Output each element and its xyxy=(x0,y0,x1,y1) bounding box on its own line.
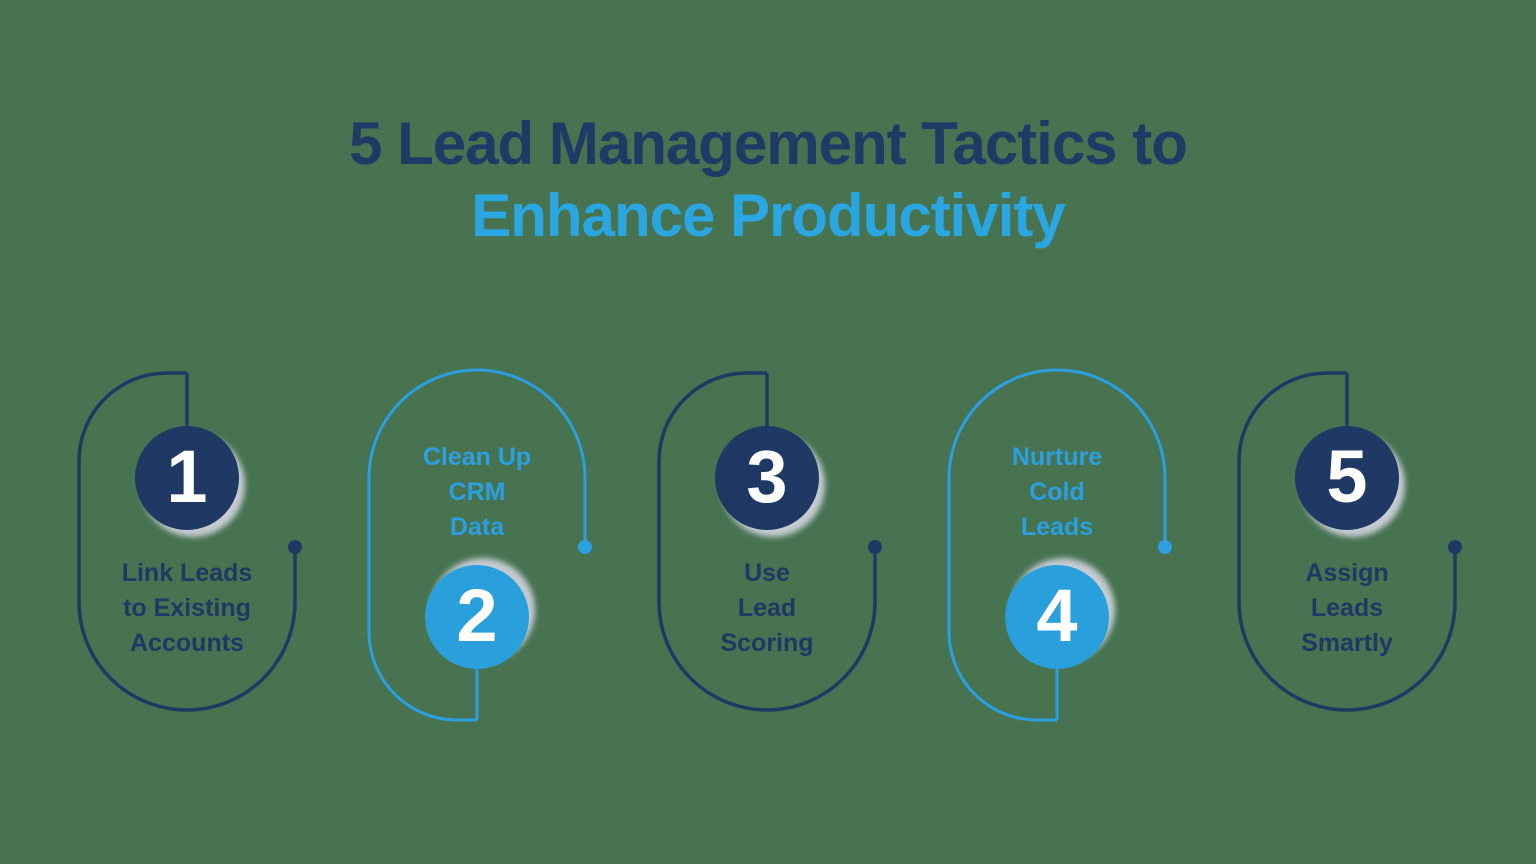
page-title: 5 Lead Management Tactics to Enhance Pro… xyxy=(0,108,1536,252)
step-5-shape xyxy=(1237,371,1462,712)
step-3-label-line-3: Scoring xyxy=(720,629,814,657)
step-4-label-line-1: Nurture xyxy=(1011,443,1103,471)
step-5-label-line-2: Leads xyxy=(1310,594,1384,622)
pill-outline-5 xyxy=(1237,371,1457,712)
title-line-2: Enhance Productivity xyxy=(471,182,1065,249)
step-3-label: Use Lead Scoring xyxy=(652,556,882,661)
step-1-label-line-3: Accounts xyxy=(130,629,244,657)
step-2-label-line-3: Data xyxy=(449,513,505,541)
step-5-label-line-3: Smartly xyxy=(1301,629,1393,657)
title-line-1: 5 Lead Management Tactics to xyxy=(349,110,1188,177)
endpoint-dot-2 xyxy=(578,540,592,554)
step-1-label-line-1: Link Leads xyxy=(121,559,253,587)
step-2-label-line-1: Clean Up xyxy=(422,443,532,471)
step-4-shape xyxy=(947,368,1172,722)
step-3-shape xyxy=(657,371,882,712)
step-1-number: 1 xyxy=(166,434,208,518)
pill-outline-3 xyxy=(657,371,877,712)
pill-outline-4 xyxy=(947,368,1167,722)
step-5-number-badge: 5 xyxy=(1295,426,1399,530)
step-1-shape xyxy=(77,371,302,712)
step-4-label: Nurture Cold Leads xyxy=(942,440,1172,545)
endpoint-dot-4 xyxy=(1158,540,1172,554)
step-2-label: Clean Up CRM Data xyxy=(362,440,592,545)
step-3-number: 3 xyxy=(746,434,788,518)
step-5-number: 5 xyxy=(1326,434,1368,518)
step-4-number: 4 xyxy=(1036,573,1078,657)
step-1-label-line-2: to Existing xyxy=(123,594,251,622)
endpoint-dot-5 xyxy=(1448,540,1462,554)
step-5-label: Assign Leads Smartly xyxy=(1232,556,1462,661)
pill-outline-1 xyxy=(77,371,297,712)
step-2-label-line-2: CRM xyxy=(448,478,506,506)
pill-outline-2 xyxy=(367,368,587,722)
step-4-number-badge: 4 xyxy=(1005,565,1109,669)
step-3-number-badge: 3 xyxy=(715,426,819,530)
endpoint-dot-1 xyxy=(288,540,302,554)
step-4-label-line-2: Cold xyxy=(1029,478,1085,506)
step-4-label-line-3: Leads xyxy=(1020,513,1094,541)
step-2-number: 2 xyxy=(456,573,498,657)
step-1-number-badge: 1 xyxy=(135,426,239,530)
step-2-number-badge: 2 xyxy=(425,565,529,669)
step-5-label-line-1: Assign xyxy=(1305,559,1389,587)
step-2-shape xyxy=(367,368,592,722)
endpoint-dot-3 xyxy=(868,540,882,554)
step-1-label: Link Leads to Existing Accounts xyxy=(72,556,302,661)
step-3-label-line-2: Lead xyxy=(737,594,797,622)
step-3-label-line-1: Use xyxy=(744,559,790,587)
